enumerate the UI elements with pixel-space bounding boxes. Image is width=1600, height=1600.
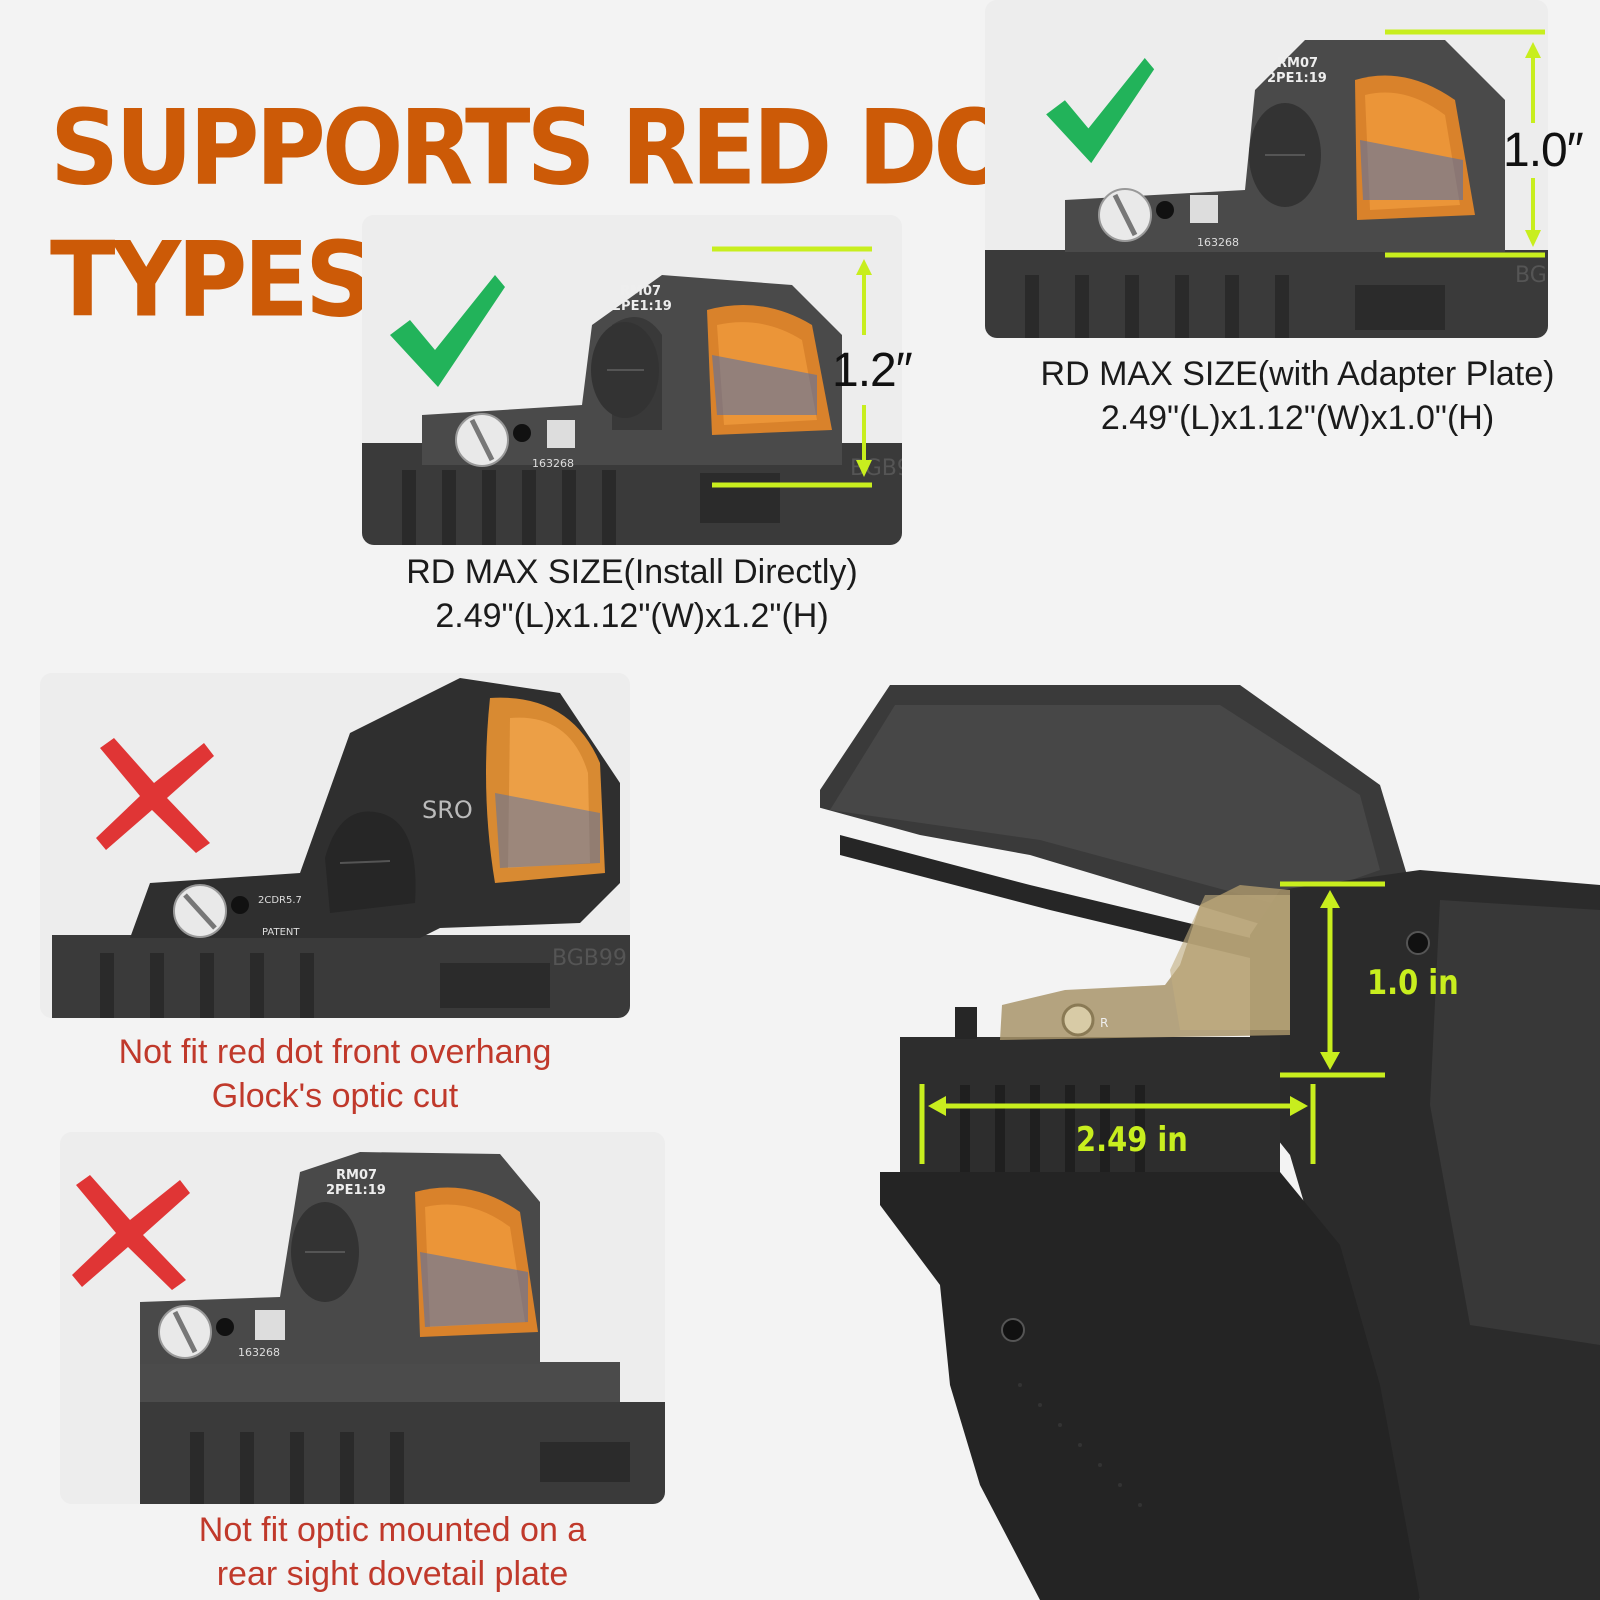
holster-height-label: 1.0 in bbox=[1367, 963, 1459, 1003]
rmr-optic-adapter-image: RM07 2PE1:19 163268 BG bbox=[985, 0, 1548, 338]
optic-panel-adapter-plate: RM07 2PE1:19 163268 BG bbox=[985, 0, 1548, 338]
rmr-optic-image: RM07 2PE1:19 163268 BGB9 bbox=[362, 215, 902, 545]
frame-mark-text: BGB99 bbox=[552, 946, 627, 971]
check-icon bbox=[390, 275, 505, 387]
length-marker-holster bbox=[919, 1084, 1316, 1164]
caption-line-2: rear sight dovetail plate bbox=[216, 1555, 569, 1593]
optic-code-text: 2PE1:19 bbox=[612, 299, 672, 314]
optic-panel-dovetail: RM07 2PE1:19 163268 bbox=[60, 1132, 665, 1504]
sro-optic-image: SRO 2CDR5.7 PATENT BGB99 bbox=[40, 673, 630, 1018]
caption-line-2: Glock's optic cut bbox=[211, 1077, 459, 1115]
optic-model-text: RM07 bbox=[1277, 56, 1318, 71]
headline-line-2: TYPES bbox=[50, 219, 374, 341]
optic-panel-install-directly: RM07 2PE1:19 163268 BGB9 bbox=[362, 215, 902, 545]
optic-model-text: RM07 bbox=[620, 284, 661, 299]
caption-install-directly: RD MAX SIZE(Install Directly) 2.49"(L)x1… bbox=[362, 550, 902, 638]
serial-text: 163268 bbox=[1197, 236, 1239, 249]
height-label-1: 1.2″ bbox=[832, 344, 913, 397]
caption-adapter-plate: RD MAX SIZE(with Adapter Plate) 2.49"(L)… bbox=[1000, 352, 1595, 440]
height-label-2: 1.0″ bbox=[1503, 124, 1584, 177]
optic-code-text: 2PE1:19 bbox=[1267, 71, 1327, 86]
height-marker-2 bbox=[1385, 29, 1545, 258]
caption-line-1: Not fit red dot front overhang bbox=[118, 1033, 552, 1071]
optic-model-text: SRO bbox=[422, 796, 473, 824]
caption-line-2: 2.49"(L)x1.12"(W)x1.0"(H) bbox=[1100, 399, 1495, 437]
serial-text: 163268 bbox=[238, 1346, 280, 1359]
optic-code-text: 2CDR5.7 bbox=[258, 895, 302, 906]
patent-text: PATENT bbox=[262, 927, 300, 938]
holster-length-label: 2.49 in bbox=[1076, 1120, 1188, 1160]
headline: SUPPORTS RED DOT TYPES bbox=[50, 82, 1076, 346]
headline-line-1: SUPPORTS RED DOT bbox=[50, 87, 1076, 209]
frame-mark-text: BG bbox=[1515, 263, 1547, 288]
dovetail-optic-image: RM07 2PE1:19 163268 bbox=[60, 1132, 665, 1504]
height-marker-1 bbox=[712, 246, 872, 488]
caption-dovetail-not-fit: Not fit optic mounted on a rear sight do… bbox=[60, 1508, 725, 1596]
check-icon bbox=[1046, 58, 1155, 164]
optic-mark-text: R bbox=[1100, 1016, 1108, 1030]
optic-panel-sro: SRO 2CDR5.7 PATENT BGB99 bbox=[40, 673, 630, 1018]
caption-line-1: RD MAX SIZE(with Adapter Plate) bbox=[1040, 355, 1555, 393]
serial-text: 163268 bbox=[532, 457, 574, 470]
cross-icon bbox=[72, 1175, 190, 1290]
caption-line-1: Not fit optic mounted on a bbox=[198, 1511, 587, 1549]
caption-line-2: 2.49"(L)x1.12"(W)x1.2"(H) bbox=[435, 597, 829, 635]
optic-code-text: 2PE1:19 bbox=[326, 1183, 386, 1198]
caption-line-1: RD MAX SIZE(Install Directly) bbox=[406, 553, 858, 591]
height-marker-holster bbox=[1280, 881, 1385, 1078]
caption-sro-not-fit: Not fit red dot front overhang Glock's o… bbox=[40, 1030, 630, 1118]
cross-icon bbox=[96, 738, 214, 853]
optic-model-text: RM07 bbox=[336, 1168, 377, 1183]
